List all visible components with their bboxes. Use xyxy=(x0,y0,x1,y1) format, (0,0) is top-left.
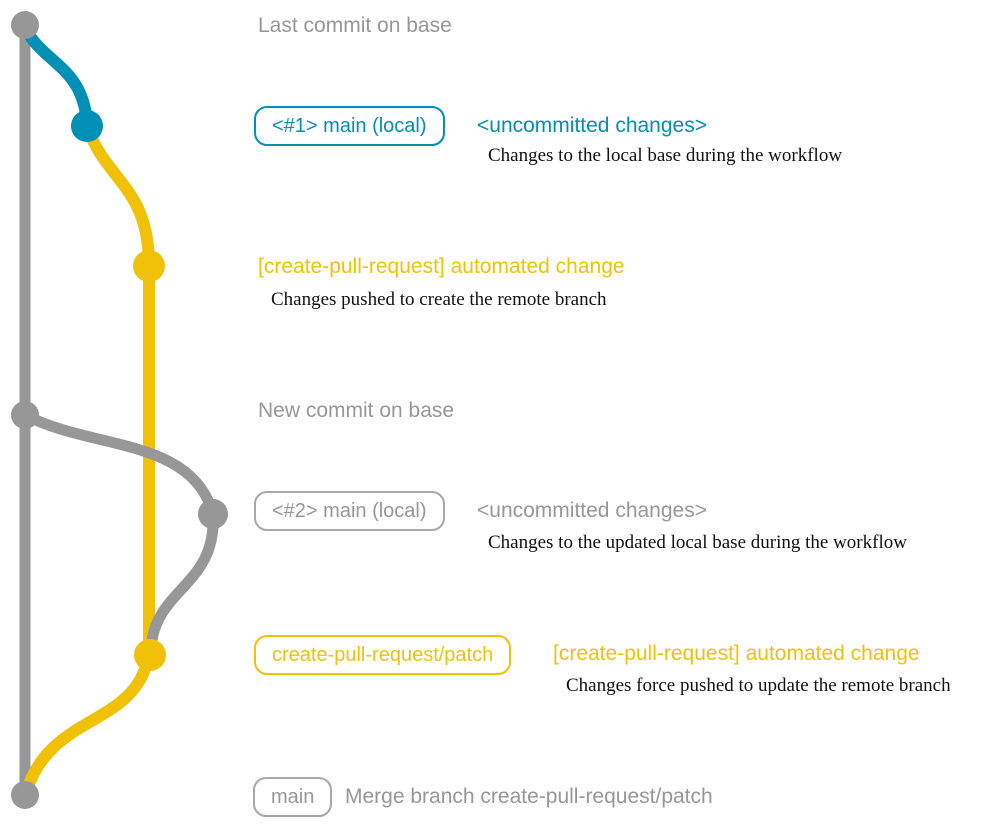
commit-dot-local-1 xyxy=(71,110,103,142)
caption-new-commit-on-base: New commit on base xyxy=(258,399,455,422)
git-graph xyxy=(11,11,228,809)
caption-automated-change-1: [create-pull-request] automated change xyxy=(258,255,625,278)
commit-dot-local-2 xyxy=(198,499,228,529)
badge-create-pull-request-patch: create-pull-request/patch xyxy=(254,635,512,675)
base-update-curve xyxy=(19,409,219,654)
caption-automated-change-2: [create-pull-request] automated change xyxy=(553,642,920,665)
caption-uncommitted-changes-1: <uncommitted changes> xyxy=(477,114,707,137)
commit-dot-base-new xyxy=(11,401,39,429)
badge-main-local-2: <#2> main (local) xyxy=(254,491,445,531)
badge-main: main xyxy=(253,777,333,817)
description-updated-local-base-changes: Changes to the updated local base during… xyxy=(488,532,907,553)
badge-main-local-1: <#1> main (local) xyxy=(254,106,445,146)
commit-dot-patch-2 xyxy=(134,639,166,671)
caption-last-commit-on-base: Last commit on base xyxy=(258,14,452,37)
description-force-push-update-branch: Changes force pushed to update the remot… xyxy=(566,675,951,696)
patch-branch-line xyxy=(21,120,155,796)
commit-dot-base-head xyxy=(11,11,39,39)
description-push-create-branch: Changes pushed to create the remote bran… xyxy=(271,289,607,310)
commit-dot-patch-1 xyxy=(133,250,165,282)
commit-dot-merge xyxy=(11,781,39,809)
caption-merge-branch: Merge branch create-pull-request/patch xyxy=(345,785,713,808)
caption-uncommitted-changes-2: <uncommitted changes> xyxy=(477,499,707,522)
local-branch-curve xyxy=(19,22,93,128)
description-local-base-changes: Changes to the local base during the wor… xyxy=(488,145,843,166)
